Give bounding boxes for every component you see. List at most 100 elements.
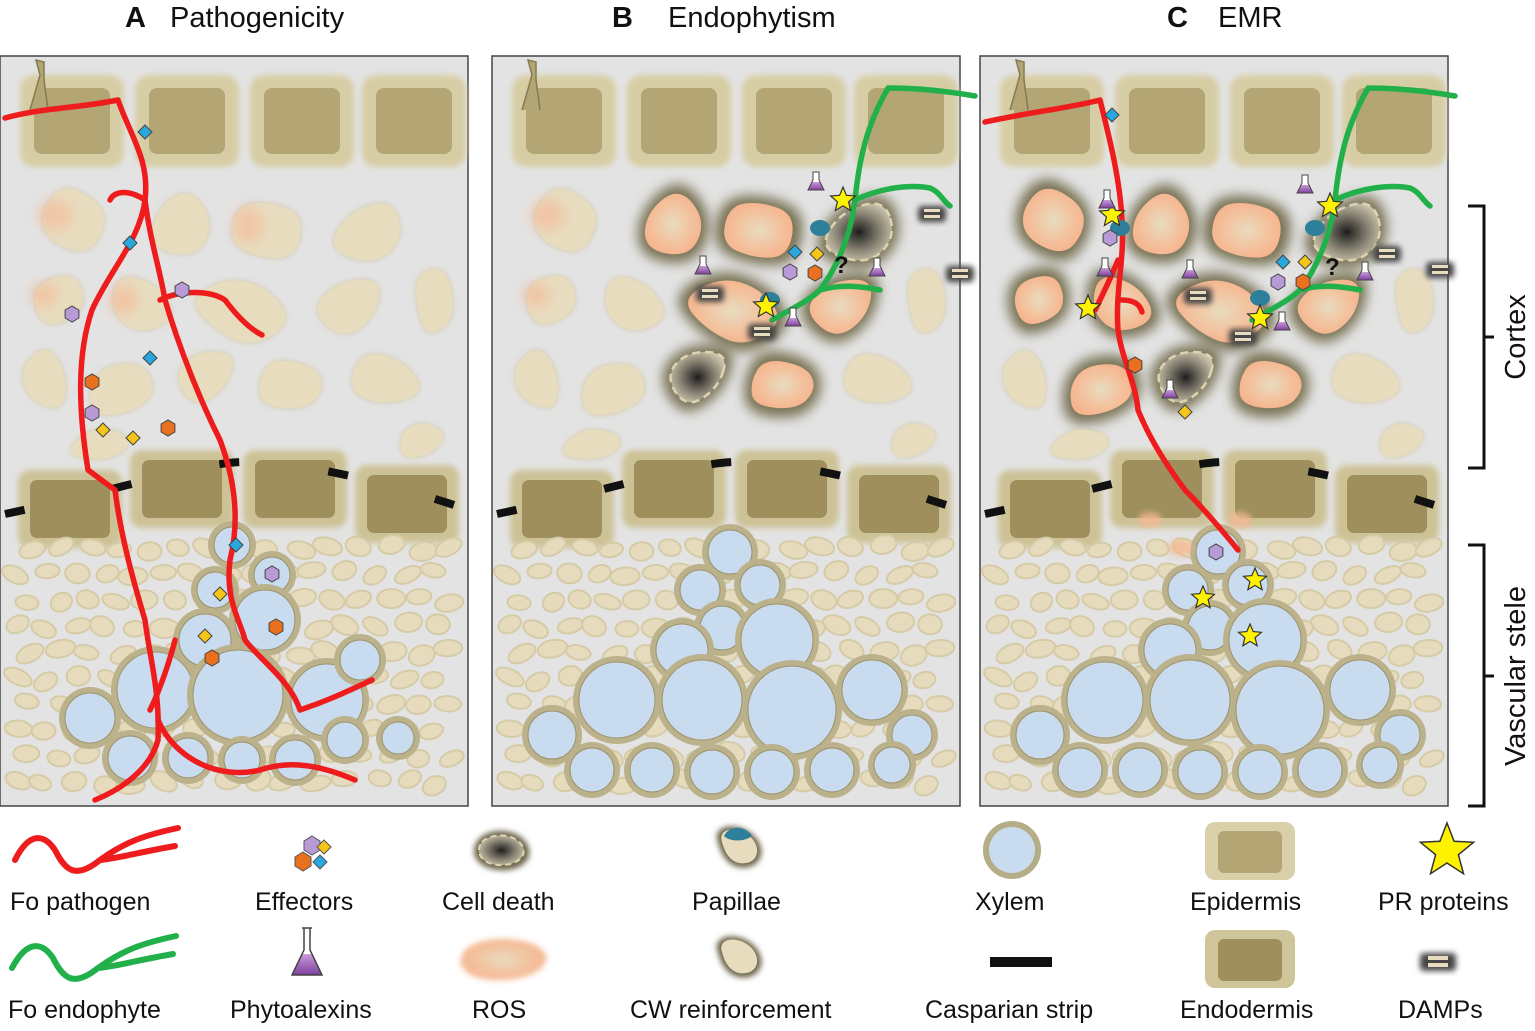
xylem-icon (983, 821, 1041, 879)
cortex-cell-body (1093, 277, 1152, 331)
stele-cell (983, 666, 1013, 688)
pathogen-hypha-icon (12, 825, 181, 874)
cortex-cell (400, 423, 444, 458)
stele-cell (641, 564, 670, 581)
damp-bar (1190, 291, 1206, 294)
stele-cell (405, 588, 433, 606)
effector-diamond-icon (1177, 404, 1193, 420)
stele-cell (136, 541, 163, 562)
stele-cell (13, 692, 40, 710)
pr-protein-star-icon (1242, 566, 1268, 591)
xylem-lumen (1297, 747, 1343, 793)
stele-cell (64, 562, 91, 585)
phytoalexin-flask-icon (807, 171, 825, 191)
stele-cell (778, 540, 809, 560)
xylem-lumen (274, 739, 316, 781)
pr-protein-star-icon (829, 185, 857, 212)
stele-cell (1324, 589, 1353, 610)
xylem-vessel (1324, 654, 1396, 726)
damp-bar (1379, 255, 1395, 258)
pr-protein-star-icon (1418, 820, 1476, 876)
cortex-cell (892, 423, 936, 458)
phytoalexin-flask-icon (784, 307, 802, 327)
stele-cell (1385, 588, 1413, 606)
panel-title: Endophytism (668, 2, 836, 34)
cortex-cell (637, 184, 710, 264)
stele-cell (28, 773, 53, 792)
effector-hexagon-icon (1127, 356, 1143, 374)
stele-cell (924, 638, 956, 658)
cortex-label: Cortex (1500, 294, 1532, 380)
epidermis-cell (135, 75, 239, 167)
xylem-lumen (569, 747, 615, 793)
legend-label: Endodermis (1180, 996, 1313, 1024)
stele-cell (1399, 562, 1427, 579)
epidermis-cell (250, 75, 354, 167)
pr-protein-star-icon (1316, 191, 1344, 218)
damp-shadow (1426, 262, 1454, 278)
ros-tint (1228, 512, 1252, 528)
stele-cell (524, 671, 551, 693)
ros-tint (30, 283, 58, 307)
ros-tint (1138, 512, 1162, 528)
stele-cell (425, 613, 451, 636)
cortex-cell (178, 352, 233, 403)
cortex-cell (605, 277, 664, 331)
xylem-lumen (527, 710, 577, 760)
stele-cell (65, 665, 92, 687)
cortex-cell-body (751, 361, 814, 409)
stele-cell (995, 642, 1025, 665)
stele-cell (994, 594, 1020, 611)
stele-cell (1055, 589, 1080, 610)
stele-cell (44, 638, 77, 659)
legend-damps: DAMPs (1398, 953, 1483, 1024)
cortex-cell-body (562, 429, 621, 459)
stele-bracket: Vascular stele (1468, 543, 1532, 808)
stele-cell (48, 536, 75, 557)
stele-cell (32, 671, 59, 693)
stele-cell (30, 721, 57, 741)
stele-cell (15, 642, 45, 665)
cortex-bracket: Cortex (1468, 204, 1532, 470)
stele-cell (1024, 638, 1057, 659)
panel-letter: B (612, 2, 633, 34)
xylem-vessel (1112, 742, 1168, 798)
stele-cell (296, 560, 327, 580)
effector-hexagon-icon (268, 618, 284, 636)
stele-cell (5, 614, 30, 635)
epidermis-cell-body (1244, 88, 1320, 154)
effector-diamond-icon (137, 124, 153, 140)
stele-cell (1413, 695, 1443, 713)
effector-diamond-icon (809, 246, 825, 262)
epidermis-cell-body (1356, 88, 1432, 154)
stele-cell (1052, 644, 1080, 661)
endodermis-cell-body (859, 475, 939, 533)
stele-cell (981, 564, 1010, 586)
endodermis-cell-body (1347, 475, 1427, 533)
stele-cell (522, 619, 549, 640)
epidermis-cell (742, 75, 846, 167)
stele-cell (1029, 591, 1054, 613)
cortex-cell-body (908, 269, 945, 333)
xylem-lumen (107, 735, 153, 781)
effector-hexagon-icon (84, 373, 100, 391)
legend-fo-endophyte: Fo endophyte (8, 933, 179, 1024)
effector-hexagon-icon (174, 281, 190, 299)
epidermis-cell-body (264, 88, 340, 154)
stele-cell (1059, 538, 1087, 557)
xylem-lumen (1235, 665, 1325, 755)
stele-cell (344, 536, 372, 558)
cortex-cell-body (352, 354, 420, 403)
effector-hexagon-icon (1208, 543, 1224, 561)
question-mark: ? (834, 252, 849, 279)
xylem-lumen (747, 665, 837, 755)
cortex-cell (582, 364, 645, 416)
effector-hexagon-icon (64, 305, 80, 323)
legend: Fo pathogen Fo endophyte Effectors Phyto… (8, 820, 1509, 1024)
stele-cell (510, 540, 538, 560)
xylem-lumen (339, 639, 381, 681)
phytoalexin-flask-icon (694, 255, 712, 275)
endodermis-cell (622, 450, 726, 528)
stele-cell (419, 562, 447, 579)
panel-title: Pathogenicity (170, 2, 345, 34)
